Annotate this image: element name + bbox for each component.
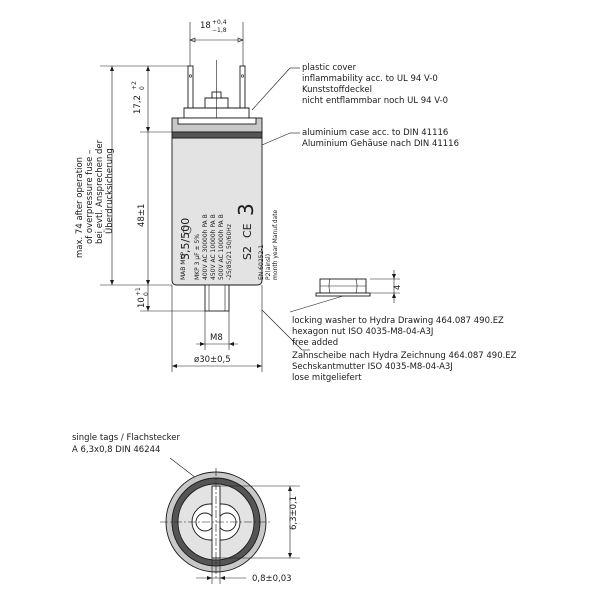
dim-thread: M8 [196,311,238,350]
dim-stud-length: 10 +1 0 [135,285,205,312]
annotation-aluminium-case: aluminium case acc. to DIN 41116 Alumini… [261,128,459,149]
dim-diameter-value: ø30±0,5 [194,355,231,365]
end-view [160,468,272,580]
label-ce: CE [241,223,254,238]
dim-tab-width-value: 6,3±0,1 [289,496,299,530]
label-line-3: 450V AC 10000h PA B [210,214,217,280]
dim-tab-height: 17,2 +2 0 [131,65,188,133]
dim-tab-spacing-tol-plus: +0,4 [212,19,227,26]
dim-tab-height-value: 17,2 [133,95,143,114]
mounting-stud [204,284,230,312]
plastic-cover-line-1: plastic cover [302,63,357,73]
label-line-2: 400V AC 30000h PA B [202,214,209,280]
logo-mark-icon [182,225,192,235]
dim-max-expansion-line-2: of overpressure fuse – [85,150,95,244]
dim-tab-thickness-value: 0,8±0,03 [252,574,292,584]
dim-stud-length-tol-plus: +1 [135,287,142,296]
dim-body-height-value: 48±1 [137,204,147,227]
aluminium-line-2: Aluminium Gehäuse nach DIN 41116 [302,139,459,149]
washer-line-5: Sechskantmutter ISO 4035-M8-04-A3J [292,362,453,372]
body-label: MAB MKP 3,5/500 MKP 3 µF ± 5% 400V AC 30… [179,203,279,280]
dim-tab-spacing: 18 +0,4 −1,8 [189,19,244,66]
tags-line-1: single tags / Flachstecker [72,433,181,443]
label-brand: MAB MKP [180,252,187,280]
hex-nut-side-view: 4 [289,270,403,313]
dim-max-expansion-line-1: max. 74 after operation [75,157,85,258]
dim-max-expansion: max. 74 after operation of overpressure … [75,65,140,286]
dim-max-expansion-line-3: bei evtl. Ansprechen der [95,139,105,244]
label-rating: 3,5/500 [179,218,192,260]
label-line-1: MKP 3 µF ± 5% [194,234,201,280]
washer-line-4: Zahnscheibe nach Hydra Zeichnung 464.087… [292,351,517,361]
dim-tab-spacing-value: 18 [200,21,211,31]
dim-tab-thickness: 0,8±0,03 [196,558,292,584]
aluminium-line-1: aluminium case acc. to DIN 41116 [302,128,448,138]
dim-tab-spacing-tol-minus: −1,8 [212,27,227,34]
washer-line-3: free added [292,338,338,348]
plastic-cover-line-4: nicht entflammbar noch UL 94 V-0 [302,96,448,106]
label-code: 3 [234,203,258,216]
dim-tab-height-tol-minus: 0 [139,86,146,90]
left-tab [187,65,194,109]
tags-line-2: A 6,3x0,8 DIN 46244 [72,445,160,455]
label-line-4: 500V AC 10000h PA B [218,214,225,280]
dim-tab-width: 6,3±0,1 [220,485,300,559]
dim-stud-length-tol-minus: 0 [143,292,150,296]
washer-line-2: hexagon nut ISO 4035-M8-04-A3J [292,327,433,337]
washer-line-6: lose mitgeliefert [292,373,362,383]
label-line-5: -25/85/21 50/60Hz [226,224,233,280]
aluminium-case [171,137,263,286]
label-s2: S2 [241,246,254,260]
label-std-2: P2(ainsl) [265,254,272,280]
dim-stud-length-value: 10 [137,297,147,308]
label-std-3: month year Manuf.date [272,209,279,280]
right-tab [239,65,246,109]
plastic-cover-line-2: inflammability acc. to UL 94 V-0 [302,74,438,84]
dim-max-expansion-line-4: Überdrucksicherung [104,148,115,234]
dim-body-height: 48±1 [137,132,172,286]
plastic-cover-line-3: Kunststoffdeckel [302,85,372,95]
dim-thread-value: M8 [210,333,223,343]
washer-line-1: locking washer to Hydra Drawing 464.087 … [292,316,504,326]
annotation-plastic-cover: plastic cover inflammability acc. to UL … [251,63,448,111]
dim-diameter: ø30±0,5 [171,285,263,372]
dim-tab-height-tol-plus: +2 [131,81,138,90]
label-std-1: EN 60252-1 [258,245,265,280]
dim-nut-height-value: 4 [393,285,403,290]
annotation-washer: locking washer to Hydra Drawing 464.087 … [261,309,517,383]
annotation-single-tags: single tags / Flachstecker A 6,3x0,8 DIN… [72,433,197,479]
